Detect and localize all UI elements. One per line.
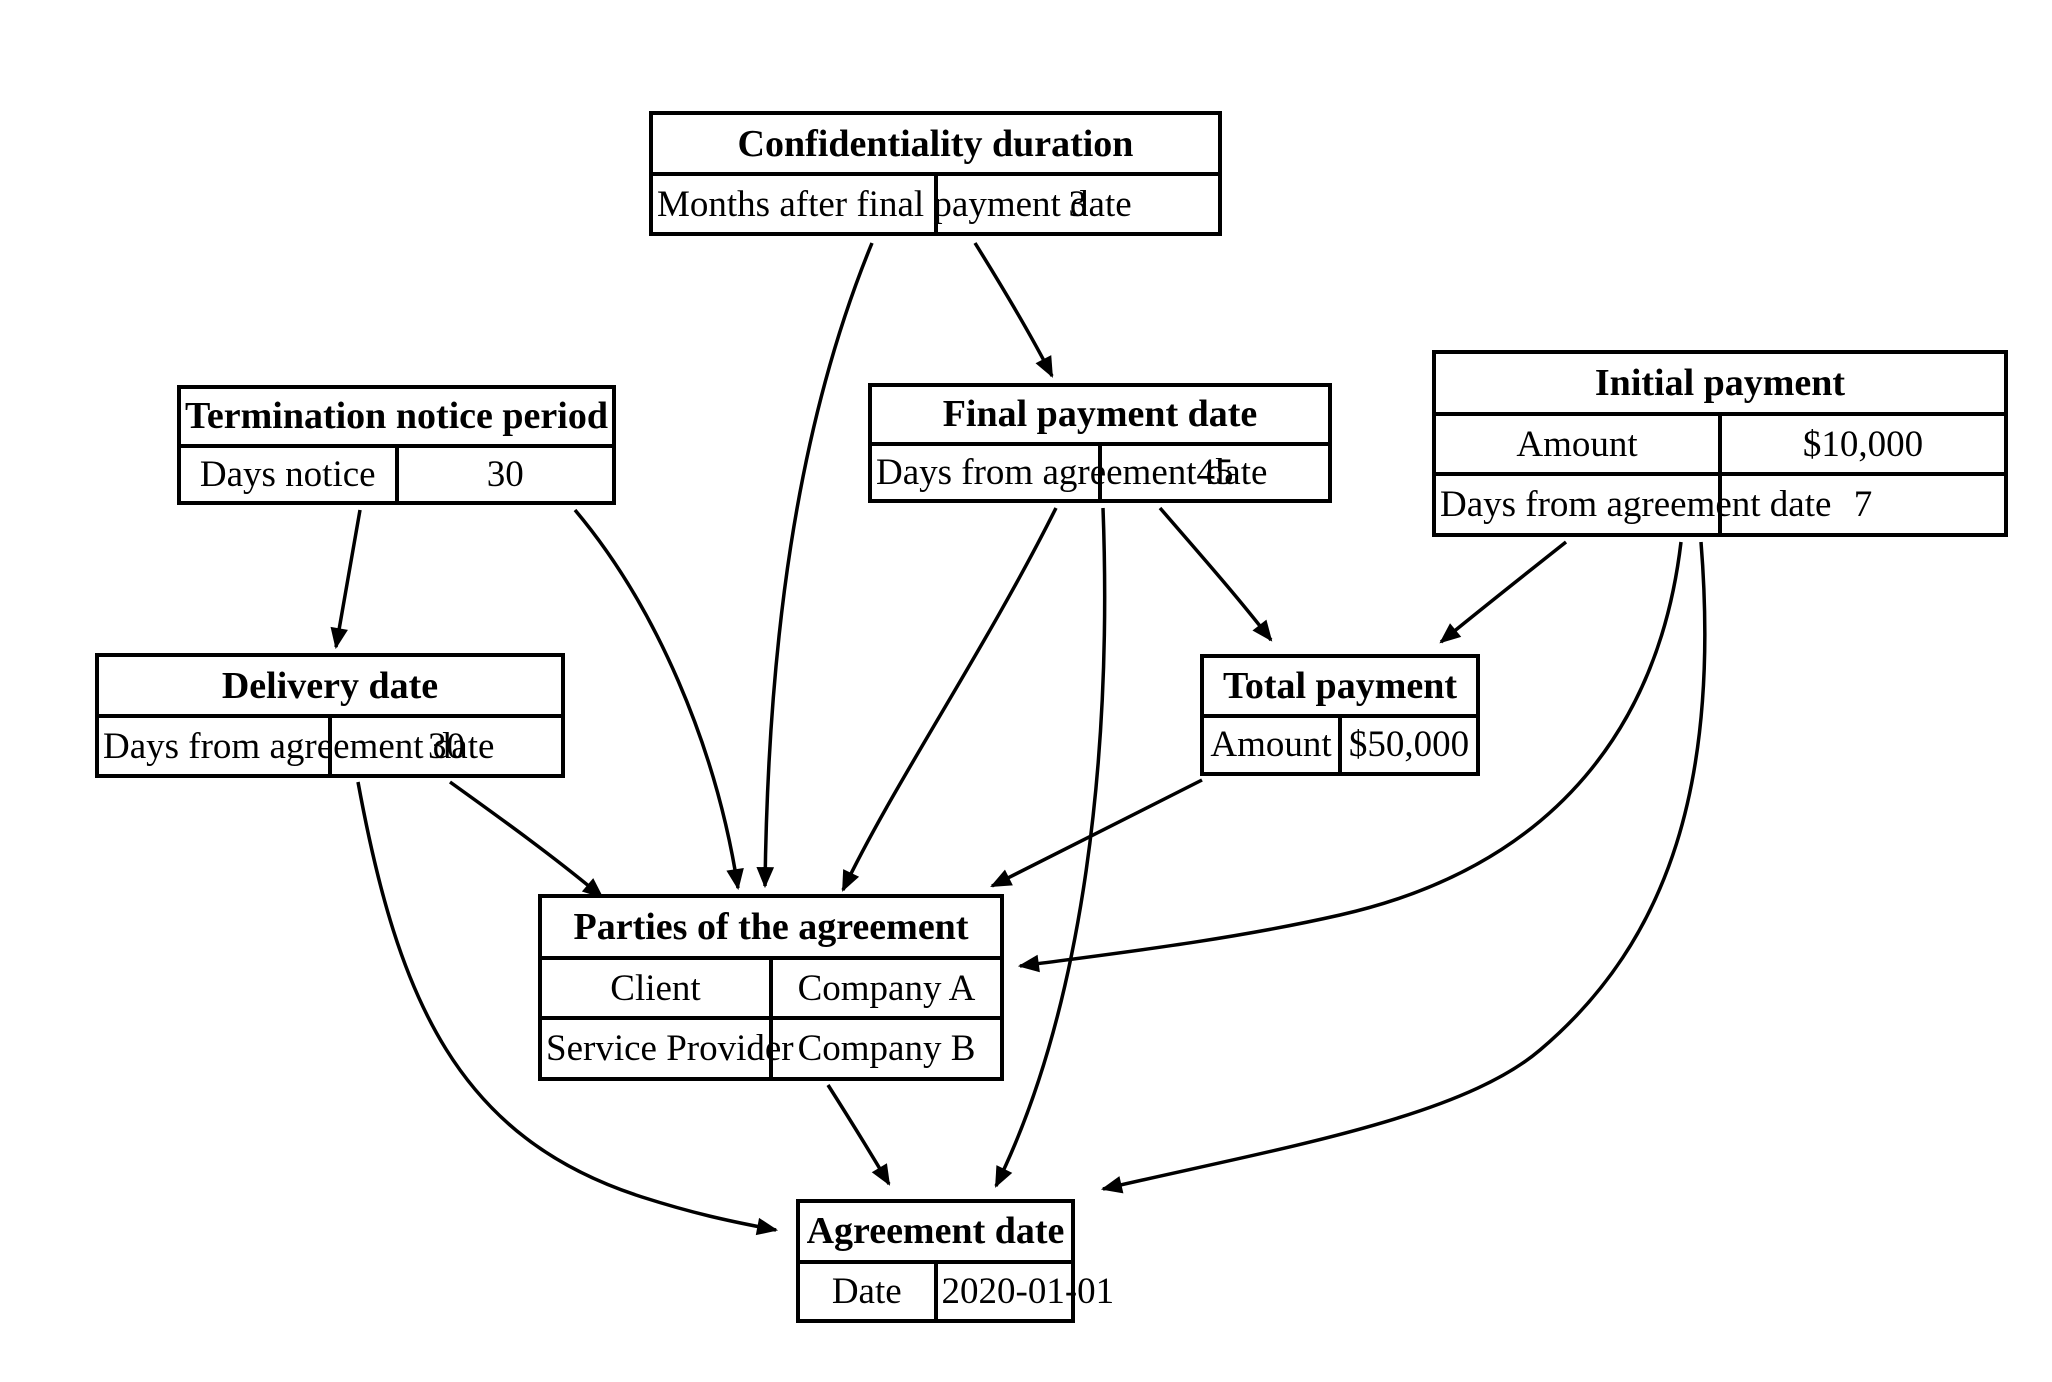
edge-final-payment-date-to-total-payment: [1158, 506, 1273, 642]
row-label: Client: [538, 955, 773, 1021]
edge-termination-notice-period-to-parties: [573, 508, 744, 891]
row-value: 7: [1718, 472, 2008, 537]
row-label: Amount: [1432, 411, 1722, 477]
edge-confidentiality-duration-to-final-payment-date: [973, 242, 1054, 378]
row-label: Date: [796, 1259, 938, 1324]
row-value: $10,000: [1718, 411, 2008, 477]
node-title: Final payment date: [868, 383, 1332, 446]
edge-final-payment-date-to-parties: [841, 507, 1058, 892]
row-value: 3: [933, 172, 1222, 236]
edge-termination-notice-period-to-delivery-date: [330, 509, 362, 650]
node-title: Delivery date: [95, 652, 565, 719]
row-value: 30: [394, 443, 616, 506]
edge-final-payment-date-to-agreement-date: [994, 507, 1107, 1188]
row-value: Company A: [769, 955, 1004, 1021]
node-title: Termination notice period: [177, 385, 616, 448]
edge-confidentiality-duration-to-parties: [756, 242, 874, 889]
row-label: Days from agreement date: [1432, 472, 1831, 537]
node-total-payment: Total payment Amount $50,000: [1200, 654, 1480, 777]
node-termination-notice-period: Termination notice period Days notice 30: [177, 385, 616, 506]
edge-total-payment-to-parties: [990, 778, 1203, 888]
node-final-payment-date: Final payment date Days from agreement d…: [868, 383, 1332, 504]
edge-parties-to-agreement-date: [826, 1084, 891, 1186]
node-title: Initial payment: [1432, 350, 2008, 416]
row-label: Amount: [1200, 713, 1342, 777]
node-initial-payment: Initial payment Amount $10,000 Days from…: [1432, 350, 2008, 537]
row-value: 30: [328, 714, 565, 778]
row-value: $50,000: [1338, 713, 1480, 777]
row-value: 2020-01-01: [933, 1259, 1114, 1324]
node-confidentiality-duration: Confidentiality duration Months after fi…: [649, 110, 1222, 236]
edge-initial-payment-to-parties: [1017, 541, 1683, 973]
node-title: Total payment: [1200, 654, 1480, 718]
node-title: Agreement date: [796, 1199, 1075, 1264]
edge-delivery-date-to-agreement-date: [356, 781, 779, 1236]
row-label: Days from agreement date: [95, 714, 494, 778]
node-title: Parties of the agreement: [538, 894, 1004, 960]
row-label: Days from agreement date: [868, 441, 1267, 504]
edge-initial-payment-to-agreement-date: [1100, 541, 1707, 1194]
node-delivery-date: Delivery date Days from agreement date 3…: [95, 652, 565, 778]
node-parties-of-the-agreement: Parties of the agreement Client Company …: [538, 894, 1004, 1081]
row-label: Service Provider: [538, 1016, 794, 1081]
edge-initial-payment-to-total-payment: [1439, 540, 1568, 644]
row-value: Company B: [769, 1016, 1004, 1081]
edge-delivery-date-to-parties: [448, 780, 604, 899]
row-label: Days notice: [177, 443, 399, 506]
node-title: Confidentiality duration: [649, 110, 1222, 177]
node-agreement-date: Agreement date Date 2020-01-01: [796, 1199, 1114, 1324]
row-label: Months after final payment date: [649, 172, 1132, 236]
row-value: 45: [1098, 441, 1332, 504]
